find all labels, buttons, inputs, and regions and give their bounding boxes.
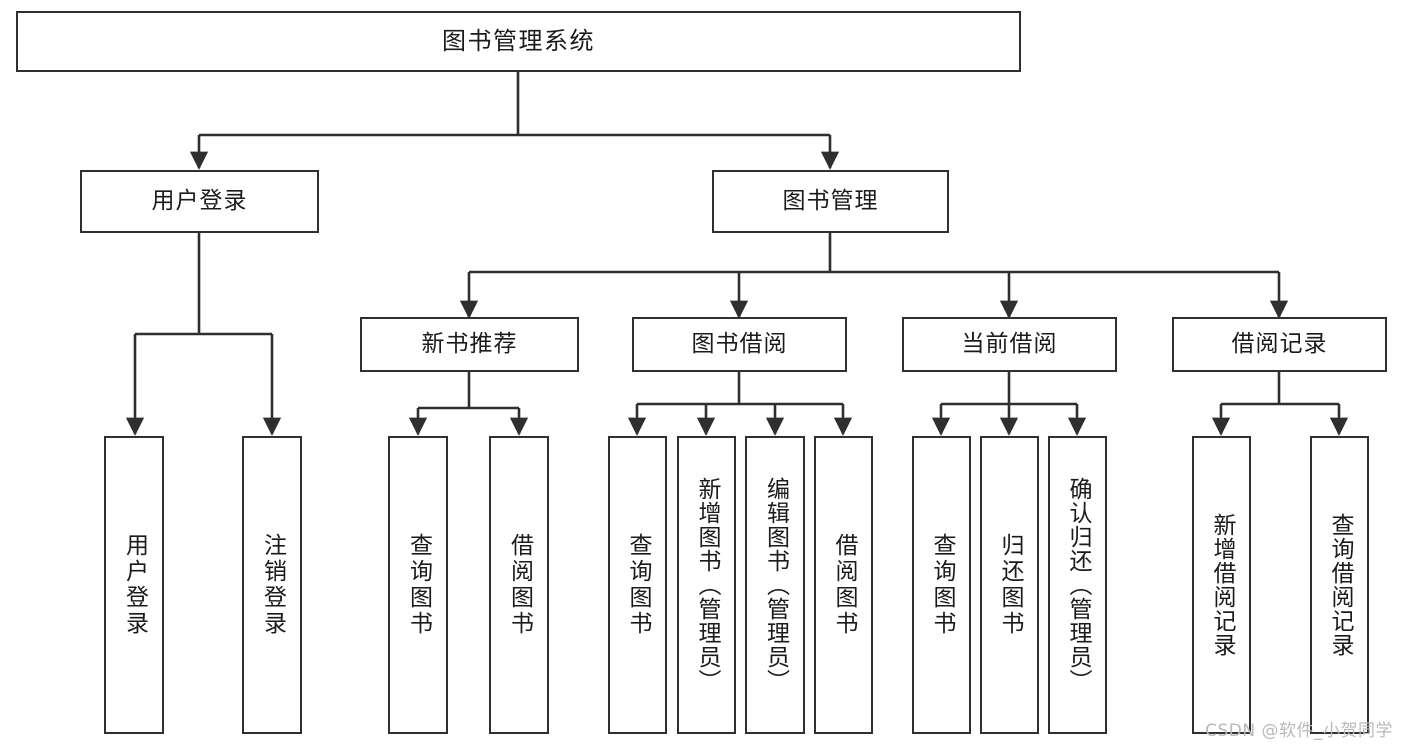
node-book-manage[interactable]: 图书管理 <box>712 170 949 233</box>
node-borrow-record[interactable]: 借阅记录 <box>1172 317 1387 372</box>
node-current-borrow[interactable]: 当前借阅 <box>902 317 1117 372</box>
leaf-add-book-admin[interactable]: 新增图书（管理员） <box>677 436 736 734</box>
leaf-query-borrow-record[interactable]: 查询借阅记录 <box>1310 436 1369 734</box>
leaf-query-book-3[interactable]: 查询图书 <box>912 436 971 734</box>
leaf-logout[interactable]: 注销登录 <box>242 436 302 734</box>
node-root[interactable]: 图书管理系统 <box>16 11 1021 72</box>
leaf-borrow-book-1[interactable]: 借阅图书 <box>489 436 549 734</box>
node-user-login[interactable]: 用户登录 <box>80 170 319 233</box>
leaf-query-book-2[interactable]: 查询图书 <box>608 436 667 734</box>
node-book-borrow[interactable]: 图书借阅 <box>632 317 847 372</box>
leaf-borrow-book-2[interactable]: 借阅图书 <box>814 436 873 734</box>
node-new-book-recommend[interactable]: 新书推荐 <box>360 317 579 372</box>
leaf-edit-book-admin[interactable]: 编辑图书（管理员） <box>745 436 805 734</box>
watermark: CSDN @软件_小贺同学 <box>1205 721 1393 741</box>
leaf-confirm-return-admin[interactable]: 确认归还（管理员） <box>1048 436 1107 734</box>
leaf-query-book-1[interactable]: 查询图书 <box>388 436 448 734</box>
leaf-return-book[interactable]: 归还图书 <box>980 436 1039 734</box>
leaf-add-borrow-record[interactable]: 新增借阅记录 <box>1192 436 1251 734</box>
leaf-user-login[interactable]: 用户登录 <box>104 436 164 734</box>
